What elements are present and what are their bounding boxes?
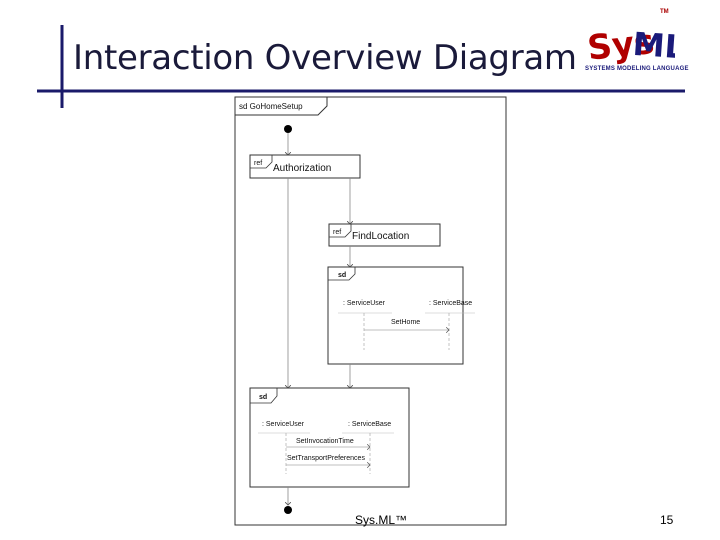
logo-trademark: TM (660, 9, 669, 15)
sd2-lifeline1-label: : ServiceUser (262, 421, 305, 428)
ref-findlocation-tab (328, 224, 352, 238)
outer-frame-label: sd GoHomeSetup (239, 102, 303, 111)
sd1-lifeline1-label: : ServiceUser (343, 300, 386, 307)
sd1-message1-label: SetHome (391, 319, 420, 326)
sd2-lifeline2-label: : ServiceBase (348, 421, 391, 428)
sysml-logo: Sys ML (586, 22, 675, 68)
outer-frame-tab (234, 97, 328, 116)
ref-findlocation-keyword: ref (333, 229, 341, 236)
sd2-frame-tab (249, 388, 278, 404)
sd2-message2-label: SetTransportPreferences (287, 455, 365, 462)
sd1-frame (327, 266, 464, 365)
ref-authorization-label: Authorization (273, 163, 331, 174)
logo-subtitle: SYSTEMS MODELING LANGUAGE (585, 66, 689, 72)
final-node (284, 506, 292, 514)
sd2-keyword: sd (259, 394, 267, 401)
sd1-lifeline2-label: : ServiceBase (429, 300, 472, 307)
logo-text-ml: ML (632, 25, 675, 67)
initial-node (284, 125, 292, 133)
page-number: 15 (660, 513, 674, 527)
footer-center-text: Sys.ML™ (355, 513, 408, 527)
sd1-frame-tab (327, 267, 356, 281)
sd2-message1-label: SetInvocationTime (296, 438, 354, 445)
slide-title: Interaction Overview Diagram (73, 38, 577, 78)
sd2-frame (249, 387, 410, 488)
logo-text-sys: Sys (586, 22, 657, 68)
sd1-keyword: sd (338, 272, 346, 279)
ref-authorization-tab (249, 155, 273, 169)
ref-authorization-keyword: ref (254, 160, 262, 167)
ref-findlocation-label: FindLocation (352, 231, 409, 242)
